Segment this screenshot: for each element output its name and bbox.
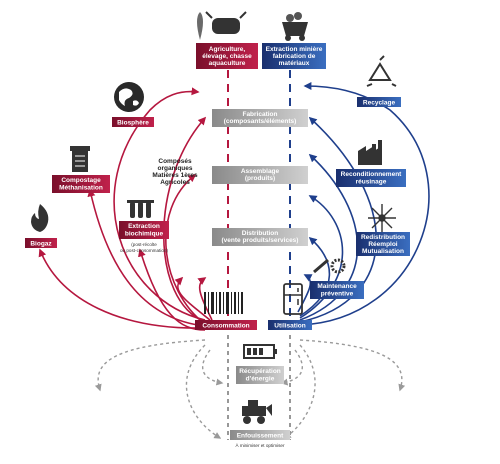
svg-text:Recyclage: Recyclage bbox=[363, 100, 396, 107]
fabrication-title: Fabrication bbox=[242, 111, 277, 118]
svg-text:Composés: Composés bbox=[158, 158, 192, 165]
fabrication-sub: (composants/éléments) bbox=[224, 118, 297, 125]
flame-icon bbox=[31, 204, 49, 232]
globe-icon bbox=[114, 82, 144, 112]
fabrication-box: Fabrication (composants/éléments) bbox=[212, 109, 308, 127]
fridge-icon bbox=[283, 283, 303, 315]
redistribution-box: Redistribution Réemploi Mutualisation bbox=[356, 232, 410, 256]
bulldozer-icon bbox=[242, 400, 272, 424]
composes-label: Composés organiques Matières 1ères Agric… bbox=[152, 158, 198, 186]
compost-bin-icon bbox=[70, 146, 90, 172]
svg-text:Compostage: Compostage bbox=[61, 177, 101, 184]
bio-flows bbox=[38, 87, 213, 331]
svg-text:Méthanisation: Méthanisation bbox=[59, 185, 103, 192]
battery-icon bbox=[243, 344, 277, 359]
svg-text:Mutualisation: Mutualisation bbox=[362, 248, 404, 255]
extraction-note-1: (post-récolte bbox=[131, 242, 157, 247]
svg-text:Réemploi: Réemploi bbox=[368, 241, 397, 248]
assemblage-sub: (produits) bbox=[245, 175, 275, 182]
biosphere-label: Biosphère bbox=[112, 117, 154, 127]
biogaz-box: Biogaz bbox=[25, 238, 57, 248]
agri-line-1: Agriculture, bbox=[209, 46, 246, 53]
svg-text:Maintenance: Maintenance bbox=[317, 283, 357, 290]
enfouissement-note: À minimiser et optimiser bbox=[235, 442, 284, 448]
recond-box: Reconditionnement réusinage bbox=[336, 169, 406, 187]
svg-text:biochimique: biochimique bbox=[125, 231, 164, 238]
svg-text:Récupération: Récupération bbox=[239, 368, 281, 375]
svg-text:organiques: organiques bbox=[157, 165, 192, 172]
residual-flows bbox=[94, 339, 406, 439]
mine-line-3: matériaux bbox=[279, 60, 310, 67]
factory-icon bbox=[358, 140, 382, 165]
recuperation-box: Récupération d'énergie bbox=[236, 366, 284, 384]
distribution-sub: (vente produits/services) bbox=[222, 237, 299, 244]
enfouissement-box: Enfouissement bbox=[230, 430, 290, 440]
svg-text:Biogaz: Biogaz bbox=[30, 241, 52, 248]
svg-text:Biosphère: Biosphère bbox=[117, 120, 149, 127]
svg-text:d'énergie: d'énergie bbox=[246, 376, 275, 383]
agri-box: Agriculture, élevage, chasse aquaculture bbox=[196, 43, 258, 69]
snowflake-network-icon bbox=[368, 204, 396, 232]
svg-text:Utilisation: Utilisation bbox=[274, 323, 305, 330]
svg-text:Redistribution: Redistribution bbox=[361, 234, 405, 241]
wrench-gear-icon bbox=[313, 258, 346, 274]
agri-line-3: aquaculture bbox=[209, 60, 246, 67]
svg-text:Reconditionnement: Reconditionnement bbox=[341, 171, 403, 178]
wheat-cow-icon bbox=[197, 11, 247, 40]
svg-text:préventive: préventive bbox=[321, 291, 354, 298]
svg-text:Consommation: Consommation bbox=[202, 323, 249, 330]
barcode-icon bbox=[204, 292, 243, 314]
svg-text:Agricoles: Agricoles bbox=[160, 179, 190, 186]
assemblage-title: Assemblage bbox=[241, 168, 280, 175]
test-tubes-icon bbox=[127, 200, 154, 218]
mine-line-1: Extraction minière bbox=[266, 46, 323, 53]
svg-text:Extraction: Extraction bbox=[128, 223, 160, 230]
svg-text:réusinage: réusinage bbox=[356, 179, 387, 186]
svg-text:Enfouissement: Enfouissement bbox=[237, 433, 284, 440]
svg-text:Matières 1ères: Matières 1ères bbox=[152, 172, 198, 179]
recycle-icon bbox=[366, 55, 397, 87]
agri-line-2: élevage, chasse bbox=[202, 53, 252, 60]
mining-cart-icon bbox=[282, 12, 308, 41]
consommation-box: Consommation bbox=[195, 320, 257, 330]
extraction-note-2: ou post-consommation) bbox=[120, 248, 168, 253]
mine-box: Extraction minière fabrication de matéri… bbox=[262, 43, 326, 69]
recyclage-box: Recyclage bbox=[357, 97, 401, 107]
utilisation-box: Utilisation bbox=[268, 320, 312, 330]
mine-line-2: fabrication de bbox=[273, 53, 316, 60]
distribution-box: Distribution (vente produits/services) bbox=[212, 228, 308, 246]
distribution-title: Distribution bbox=[242, 230, 278, 237]
extraction-box: Extraction biochimique bbox=[119, 221, 169, 239]
maintenance-box: Maintenance préventive bbox=[310, 281, 364, 299]
compostage-box: Compostage Méthanisation bbox=[52, 175, 110, 193]
assemblage-box: Assemblage (produits) bbox=[212, 166, 308, 184]
